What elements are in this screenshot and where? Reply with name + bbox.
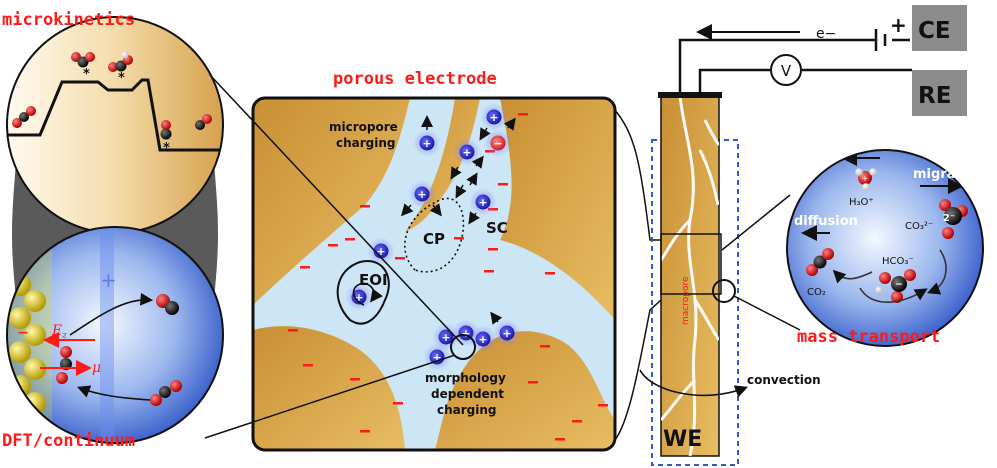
cation: + bbox=[367, 237, 395, 265]
svg-text:+: + bbox=[417, 188, 426, 201]
surface-charges bbox=[288, 113, 608, 441]
cation: + bbox=[408, 180, 436, 208]
cation: + bbox=[453, 138, 481, 166]
pore-ions: + + + − + + + + + + + + + bbox=[345, 103, 521, 371]
h3o-ion: + bbox=[855, 168, 877, 191]
cation: + bbox=[480, 103, 508, 131]
co3-label: CO₃²⁻ bbox=[905, 221, 933, 232]
cp-loop bbox=[404, 197, 465, 273]
cation: + bbox=[469, 325, 497, 353]
eoi-label: EOI bbox=[359, 271, 388, 289]
field-ez-label: Ez bbox=[51, 323, 67, 341]
counter-electrode-box bbox=[912, 5, 967, 51]
morphology-label-2: dependent bbox=[431, 387, 504, 401]
co2-molecule-right bbox=[806, 248, 834, 276]
anion: − bbox=[484, 129, 512, 157]
cation: + bbox=[469, 188, 497, 216]
cation: + bbox=[413, 129, 441, 157]
reference-electrode-box bbox=[912, 70, 967, 116]
ce-label: CE bbox=[918, 18, 951, 44]
svg-text:+: + bbox=[462, 146, 471, 159]
dft-continuum-label: DFT/continuum bbox=[2, 431, 135, 451]
ion-motion-arrows bbox=[401, 115, 516, 325]
hco3-label: HCO₃⁻ bbox=[882, 256, 914, 267]
svg-text:+: + bbox=[354, 291, 363, 304]
co-intermediate bbox=[160, 120, 172, 140]
we-label: WE bbox=[663, 427, 702, 452]
migration-label: migration bbox=[913, 167, 984, 182]
svg-text:−: − bbox=[895, 280, 903, 290]
adsorbate-star-2: * bbox=[118, 71, 125, 86]
double-layer-plus: + bbox=[100, 268, 117, 292]
co3-ion bbox=[939, 199, 968, 239]
svg-text:+: + bbox=[376, 245, 385, 258]
co-product bbox=[195, 114, 212, 130]
working-electrode bbox=[651, 92, 739, 466]
svg-text:+: + bbox=[422, 137, 431, 150]
svg-text:−: − bbox=[493, 137, 502, 150]
cation: + bbox=[345, 283, 373, 311]
porous-electrode-label: porous electrode bbox=[333, 69, 497, 89]
electron-label: e− bbox=[816, 26, 836, 42]
convection-label: convection bbox=[747, 373, 821, 387]
mass-transport-circle: + 2⁻ − bbox=[786, 149, 984, 347]
zoom-marker-macropore bbox=[712, 279, 736, 303]
micropore-label-1: micropore bbox=[329, 120, 398, 134]
svg-text:+: + bbox=[441, 331, 450, 344]
external-circuit bbox=[678, 38, 912, 92]
dipole-mu-label: μ bbox=[92, 360, 101, 376]
eoi-loop bbox=[336, 260, 390, 325]
desorbed-co bbox=[156, 294, 179, 315]
diffusion-label: diffusion bbox=[794, 214, 858, 229]
morphology-label-1: morphology bbox=[425, 371, 506, 385]
zoom-connector-lines bbox=[204, 74, 662, 441]
cooh-intermediate-1 bbox=[71, 52, 95, 68]
micropore-label-2: charging bbox=[336, 136, 396, 150]
macropore-label: macropore bbox=[681, 276, 691, 325]
svg-text:+: + bbox=[478, 196, 487, 209]
convection-arrow bbox=[639, 369, 748, 398]
incoming-co2 bbox=[150, 380, 182, 406]
microkinetics-circle: * * * bbox=[6, 16, 224, 234]
svg-text:+: + bbox=[432, 351, 441, 364]
battery-plus-sign: + bbox=[890, 13, 907, 37]
svg-text:+: + bbox=[489, 111, 498, 124]
morphology-label-3: charging bbox=[437, 403, 497, 417]
voltmeter-icon bbox=[770, 54, 802, 86]
zoom-line-bottom bbox=[733, 295, 801, 331]
co3-charge: 2⁻ bbox=[943, 213, 955, 224]
svg-text:+: + bbox=[502, 327, 511, 340]
h3o-label: H₃O⁺ bbox=[849, 197, 874, 208]
surface-minus-sign: − bbox=[17, 325, 29, 341]
svg-text:+: + bbox=[461, 327, 470, 340]
zoom-marker-pore bbox=[450, 334, 476, 360]
hco3-ion: − bbox=[875, 269, 916, 303]
cooh-intermediate-2 bbox=[108, 51, 133, 72]
svg-text:+: + bbox=[478, 333, 487, 346]
sc-label: SC bbox=[486, 219, 508, 237]
adsorbate-star-3: * bbox=[163, 141, 170, 156]
mass-transport-label: mass transport bbox=[797, 327, 940, 347]
co2-molecule-left bbox=[12, 106, 36, 128]
re-label: RE bbox=[918, 83, 951, 109]
zoom-line-top bbox=[721, 194, 791, 251]
svg-text:+: + bbox=[862, 174, 869, 183]
cation: + bbox=[493, 319, 521, 347]
cp-label: CP bbox=[423, 230, 445, 248]
adsorbate-star-1: * bbox=[83, 67, 90, 82]
voltmeter-label: V bbox=[781, 62, 792, 80]
microkinetics-label: microkinetics bbox=[2, 10, 135, 30]
co2-label: CO₂ bbox=[807, 287, 826, 298]
porous-electrode-panel bbox=[251, 96, 617, 452]
